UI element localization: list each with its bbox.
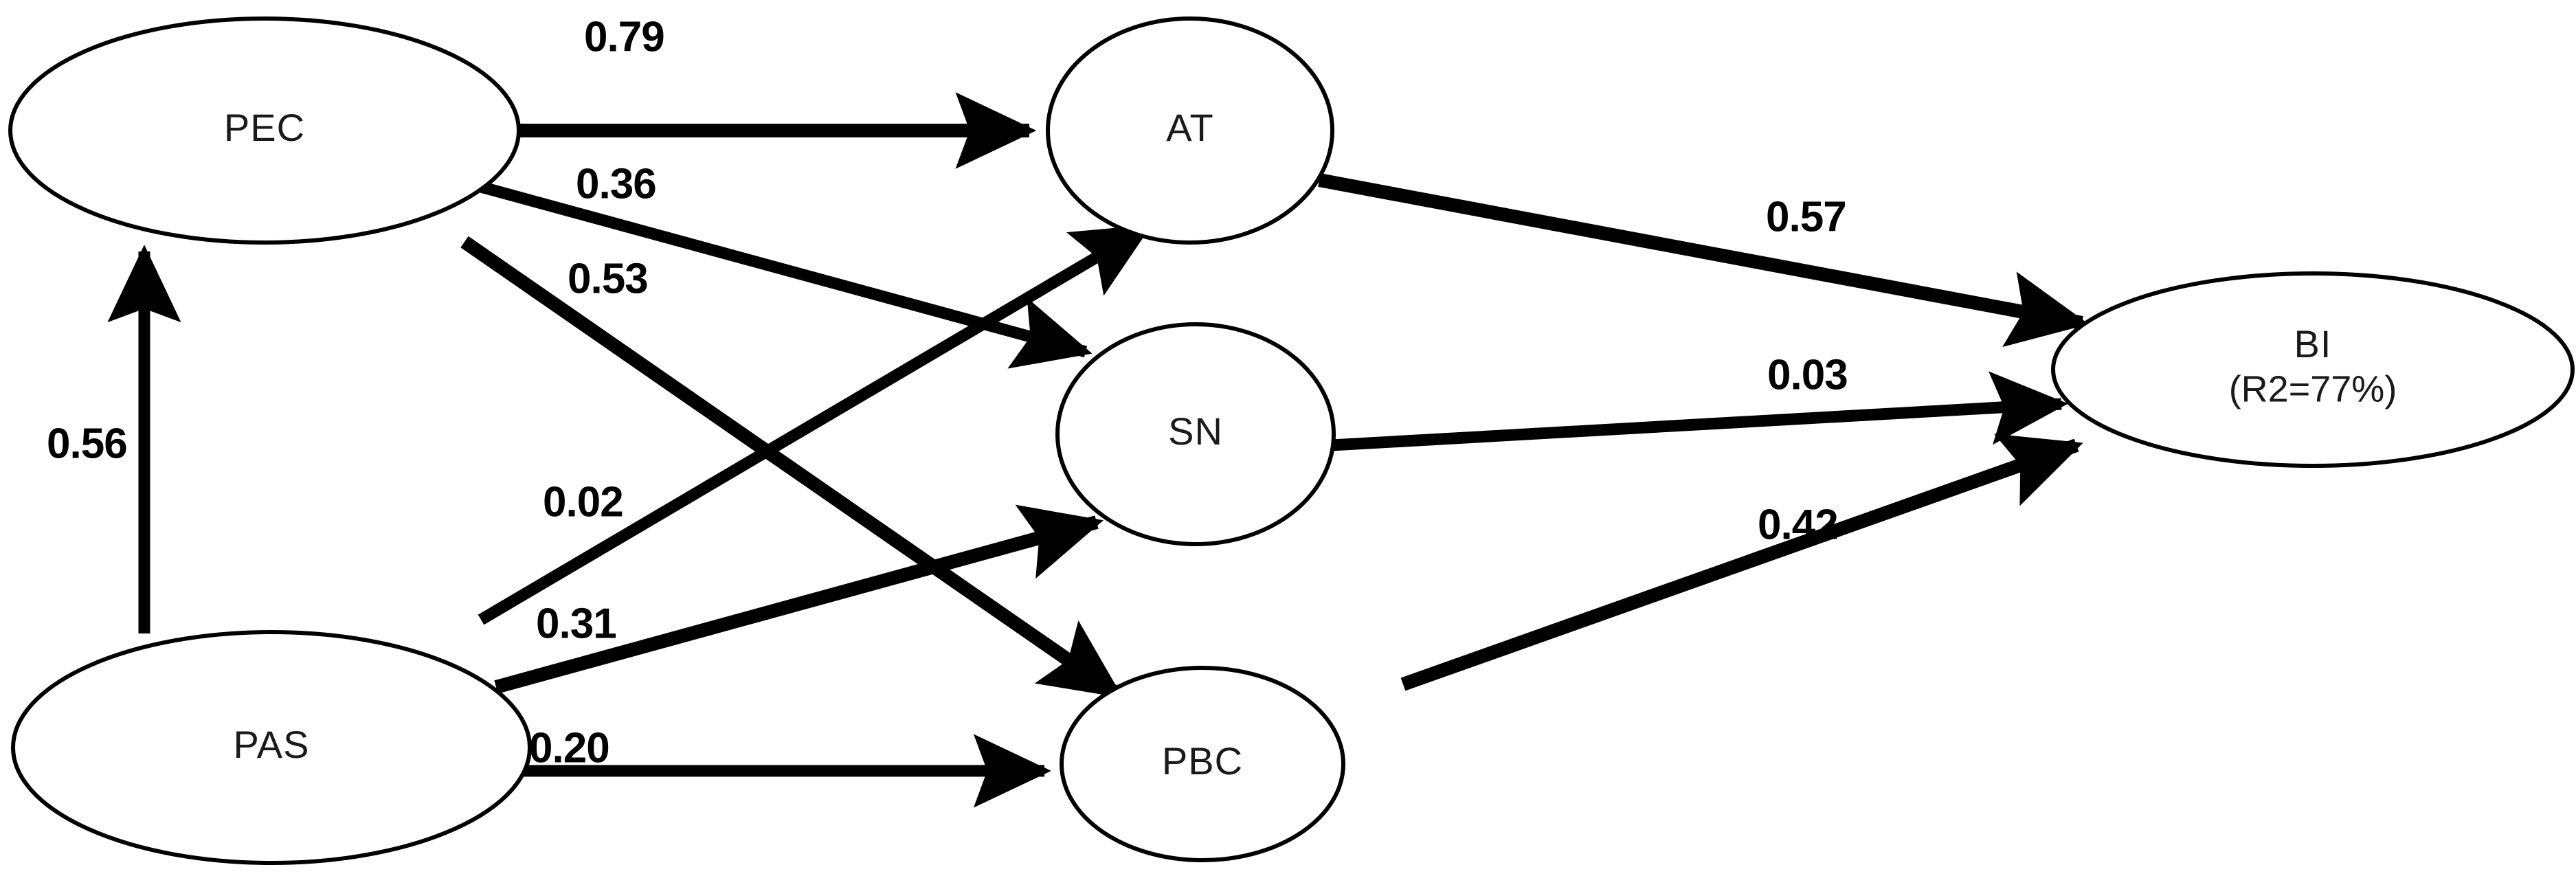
- edge-label-pec-at: 0.79: [584, 13, 664, 60]
- edge-label-pas-pbc: 0.20: [529, 724, 609, 772]
- node-sublabel-bi-r2: (R2=77%): [2229, 368, 2397, 409]
- node-pas[interactable]: PAS: [11, 630, 532, 865]
- edge-label-pas-sn: 0.31: [536, 600, 616, 647]
- edge-pec-at: 0.79: [517, 13, 1037, 169]
- edge-pas-at: 0.02: [478, 223, 1152, 625]
- node-label-sn: SN: [1168, 409, 1223, 453]
- node-ellipse-bi[interactable]: [2051, 271, 2575, 468]
- edge-label-pec-pbc: 0.53: [568, 255, 648, 302]
- edge-label-at-bi: 0.57: [1766, 193, 1846, 240]
- node-label-at: AT: [1166, 106, 1213, 149]
- edge-line-sn-bi: [1331, 371, 2068, 451]
- node-pbc[interactable]: PBC: [1060, 666, 1345, 862]
- node-at[interactable]: AT: [1046, 16, 1334, 245]
- node-label-bi: BI: [2294, 322, 2332, 366]
- edge-label-pec-sn: 0.36: [576, 160, 656, 207]
- node-label-pbc: PBC: [1162, 739, 1243, 783]
- node-sn[interactable]: SN: [1055, 322, 1336, 546]
- edge-pas-pbc: 0.20: [522, 724, 1051, 808]
- edge-label-pas-pec: 0.56: [47, 420, 127, 467]
- node-ellipse-pbc[interactable]: [1060, 666, 1345, 862]
- edges-layer: 0.79 0.36 0.53 0.56 0.02 0.31: [47, 13, 2090, 808]
- edge-pas-sn: 0.31: [494, 504, 1104, 694]
- node-ellipse-sn[interactable]: [1055, 322, 1336, 546]
- edge-at-bi: 0.57: [1318, 173, 2090, 348]
- node-pec[interactable]: PEC: [8, 16, 521, 245]
- edge-line-pec-pbc: [460, 236, 1123, 700]
- edge-label-sn-bi: 0.03: [1767, 351, 1848, 398]
- edge-pas-pec: 0.56: [47, 245, 181, 633]
- edge-pbc-bi: 0.42: [1400, 434, 2083, 691]
- node-label-pec: PEC: [224, 106, 305, 149]
- node-bi[interactable]: BI (R2=77%): [2051, 271, 2575, 468]
- edge-line-pbc-bi: [1400, 434, 2083, 691]
- edge-line-at-bi: [1318, 173, 2090, 348]
- edge-pec-pbc: 0.53: [460, 236, 1123, 700]
- nodes-layer: PEC AT SN PBC PAS BI (R2=77%): [8, 16, 2575, 865]
- node-ellipse-pas[interactable]: [11, 630, 532, 865]
- edge-line-pas-at: [478, 223, 1152, 625]
- edge-label-pbc-bi: 0.42: [1758, 501, 1838, 548]
- node-ellipse-at[interactable]: [1046, 16, 1334, 245]
- edge-line-pas-sn: [494, 504, 1104, 694]
- node-ellipse-pec[interactable]: [8, 16, 521, 245]
- edge-label-pas-at: 0.02: [543, 478, 623, 526]
- node-label-pas: PAS: [234, 723, 310, 766]
- edge-sn-bi: 0.03: [1331, 351, 2068, 451]
